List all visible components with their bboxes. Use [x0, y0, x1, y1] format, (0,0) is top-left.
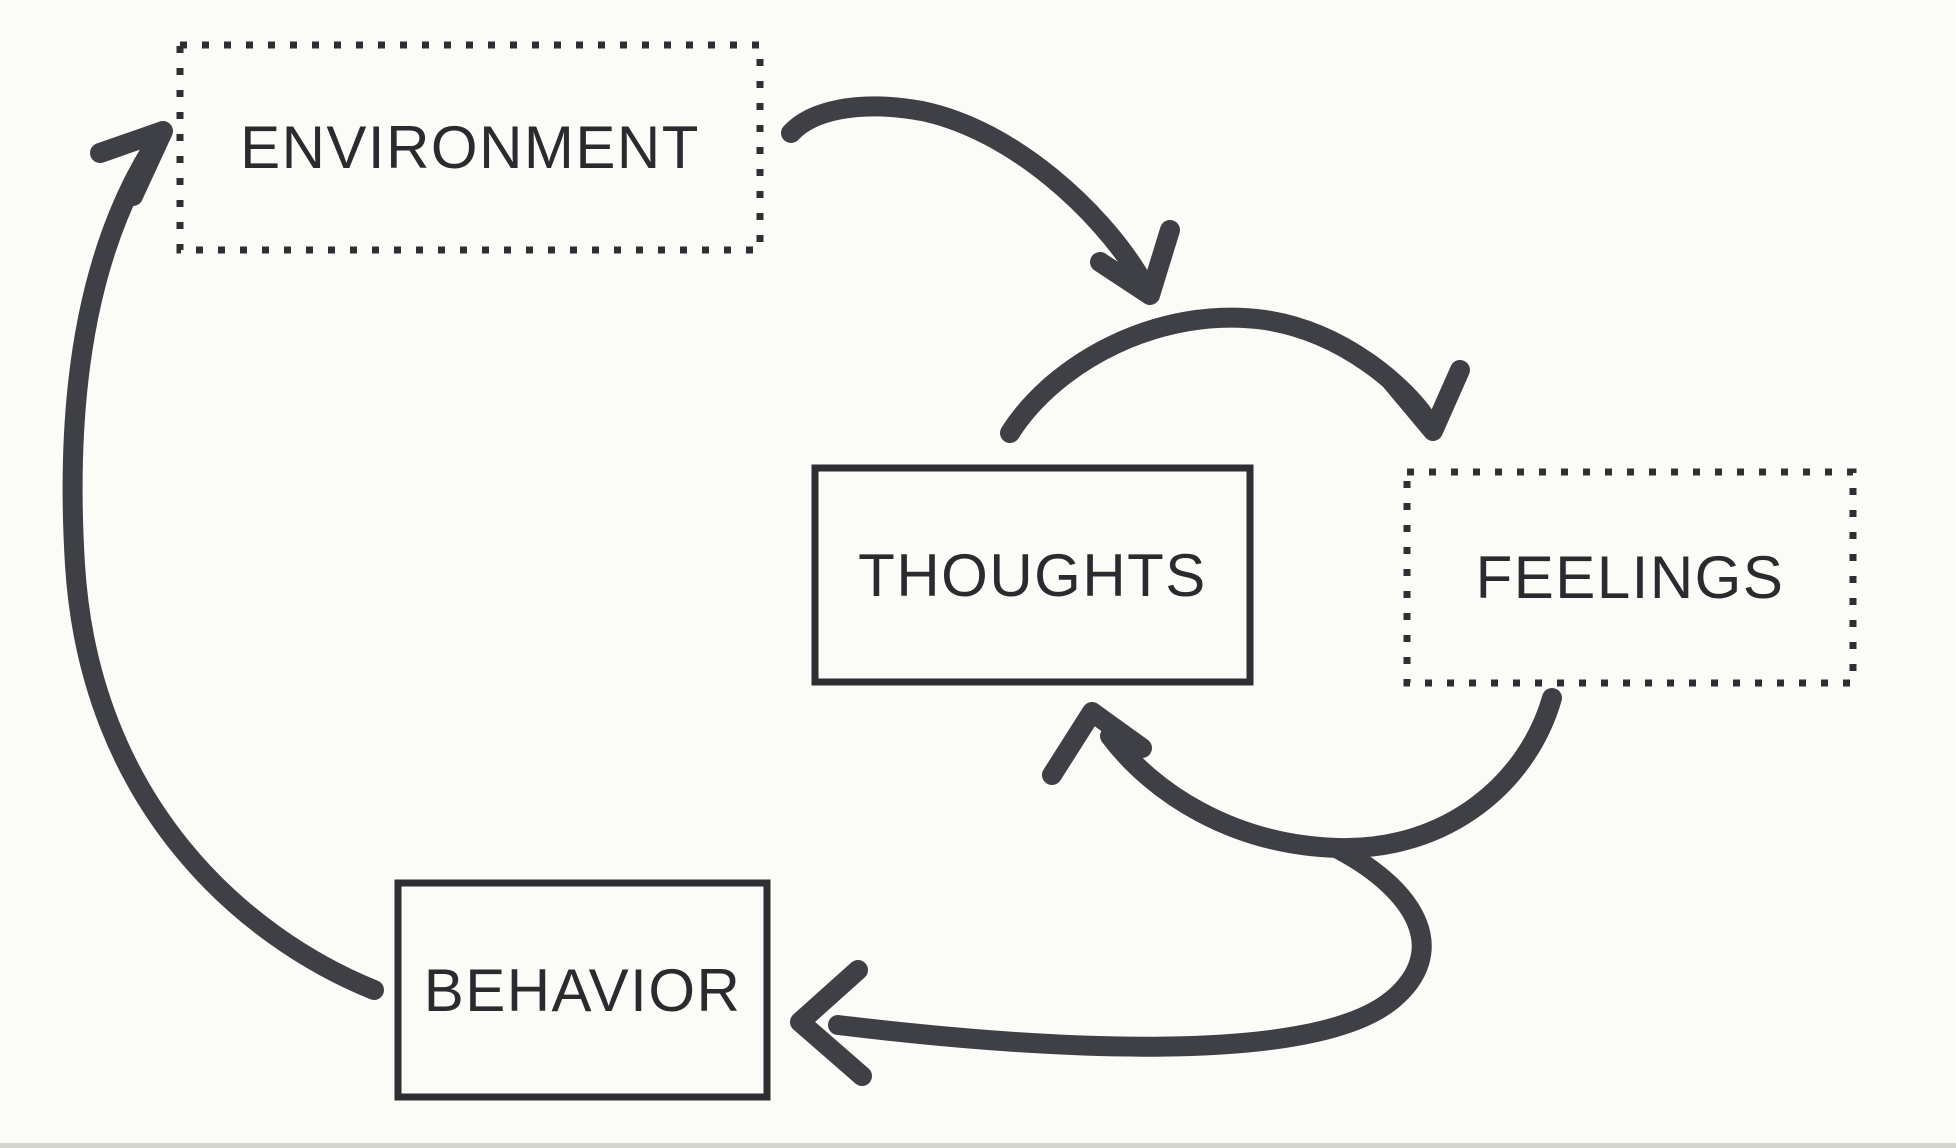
edge-feelings-to-thoughts-shaft [1100, 688, 1562, 859]
edge-environment-to-thoughts-arrow [781, 96, 1180, 305]
edge-feelings-to-thoughts-arrow [1042, 688, 1562, 859]
node-feelings-label: FEELINGS [1475, 544, 1785, 611]
scan-edge-shadow [0, 1143, 1956, 1148]
node-feelings-box [1403, 468, 1857, 687]
edge-behavior-to-environment-arrow [62, 121, 384, 1000]
edge-behavior-to-environment-shaft [62, 142, 384, 1000]
node-thoughts-box [811, 464, 1254, 686]
edge-feelings-to-behavior-arrow [790, 840, 1432, 1086]
node-behavior-box [394, 879, 771, 1101]
edge-environment-to-thoughts-head [1090, 220, 1180, 305]
node-thoughts-label: THOUGHTS [858, 541, 1207, 609]
edge-thoughts-to-feelings-shaft [1000, 307, 1435, 443]
edge-thoughts-to-feelings-head [1382, 360, 1470, 441]
edge-feelings-to-behavior-shaft [828, 840, 1432, 1057]
edge-thoughts-to-feelings-arrow [1000, 307, 1470, 443]
node-environment-label: ENVIRONMENT [240, 114, 700, 181]
node-behavior-label: BEHAVIOR [423, 956, 742, 1024]
edge-behavior-to-environment-head [90, 121, 173, 206]
node-environment-box [176, 41, 764, 254]
edge-feelings-to-thoughts-head [1042, 702, 1152, 785]
edge-environment-to-thoughts-shaft [781, 96, 1148, 284]
edge-feelings-to-behavior-head [790, 960, 872, 1086]
